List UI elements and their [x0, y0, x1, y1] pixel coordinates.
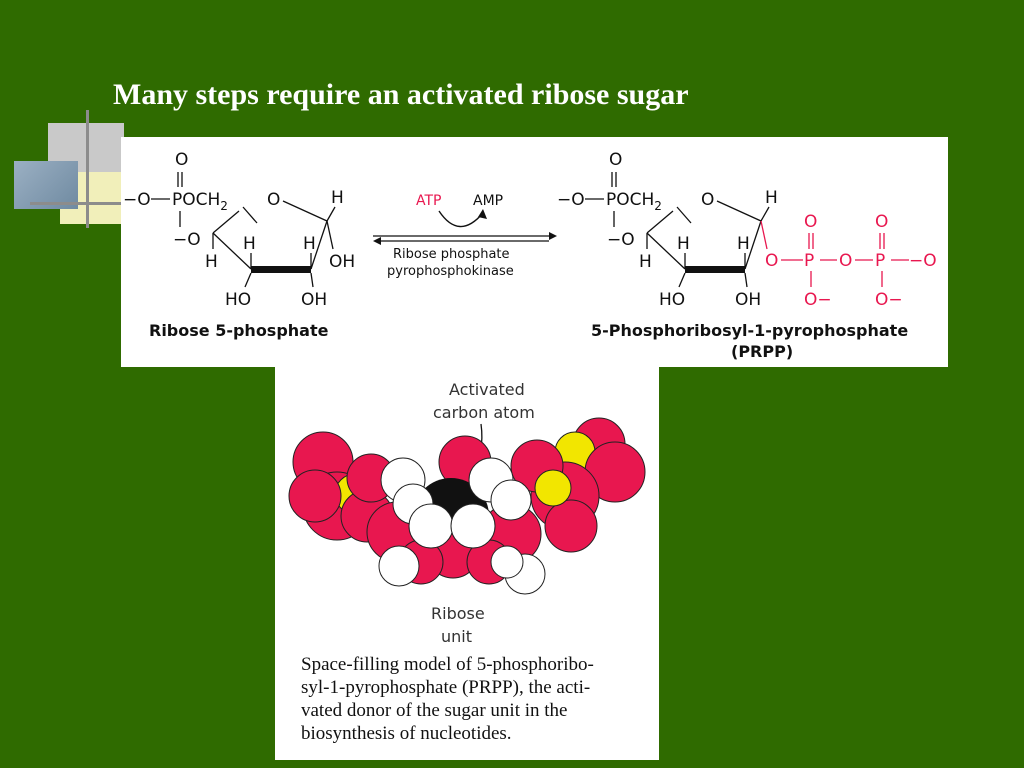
atom-label: POCH2	[172, 190, 228, 213]
caption-line: Space-filling model of 5-phosphoribo-	[301, 654, 594, 675]
activated-carbon-label: Activated	[449, 380, 525, 399]
atom-label: H	[331, 188, 344, 208]
figure-caption: Space-filling model of 5-phosphoribo- sy…	[301, 653, 651, 745]
atom-label: O	[875, 212, 888, 232]
atom-label: HO	[659, 290, 685, 310]
reaction-arrows: ATP AMP Ribose phosphate pyrophosphokina…	[373, 193, 557, 279]
atom-label: OH	[329, 252, 355, 272]
space-filling-panel: Activated carbon atom	[275, 366, 659, 760]
reaction-diagram: O −O POCH2 −O O H H H H OH	[123, 150, 937, 361]
pyrophosphate-group: O P O O− O P O O− −O	[760, 212, 937, 310]
atom-label: −O	[123, 190, 151, 210]
ring-oxygen: O	[267, 190, 280, 210]
ribose-unit-label: unit	[441, 627, 472, 646]
caption-line: biosynthesis of nucleotides.	[301, 723, 512, 744]
activated-carbon-label: carbon atom	[433, 403, 535, 422]
atom-label: H	[243, 234, 256, 254]
atp-label: ATP	[416, 193, 441, 209]
atom-label: O	[839, 251, 852, 271]
caption-line: syl-1-pyrophosphate (PRPP), the acti-	[301, 677, 591, 698]
ribose-5-phosphate-structure: O −O POCH2 −O O H H H H OH	[123, 150, 355, 310]
atom-label: P	[804, 251, 814, 271]
atom-label: −O	[173, 230, 201, 250]
prpp-abbrev-label: (PRPP)	[731, 342, 793, 361]
molecule-atoms	[288, 417, 646, 595]
atom-label: O	[804, 212, 817, 232]
atom-label: −O	[557, 190, 585, 210]
atom-label: H	[765, 188, 778, 208]
atom-label: O−	[804, 290, 832, 310]
atom-label: O	[765, 251, 778, 271]
atom-label: O	[175, 150, 188, 170]
prpp-structure: O −O POCH2 −O O H H H H HO O	[557, 150, 778, 310]
ribose-5-phosphate-label: Ribose 5-phosphate	[149, 321, 329, 340]
atom-label: P	[875, 251, 885, 271]
atom-label: H	[205, 252, 218, 272]
ribose-unit-label: Ribose	[431, 604, 485, 623]
slide-title: Many steps require an activated ribose s…	[113, 78, 689, 111]
space-filling-model: Activated carbon atom	[288, 380, 646, 646]
atom-label: H	[303, 234, 316, 254]
reaction-panel: O −O POCH2 −O O H H H H OH	[121, 137, 948, 367]
atom-label: −O	[909, 251, 937, 271]
ring-oxygen: O	[701, 190, 714, 210]
atom-label: OH	[735, 290, 761, 310]
atom-label: −O	[607, 230, 635, 250]
atom-label: POCH2	[606, 190, 662, 213]
prpp-label: 5-Phosphoribosyl-1-pyrophosphate	[591, 321, 908, 340]
enzyme-label: pyrophosphokinase	[387, 264, 514, 279]
atom-label: O−	[875, 290, 903, 310]
caption-line: vated donor of the sugar unit in the	[301, 700, 568, 721]
atom-label: H	[639, 252, 652, 272]
amp-label: AMP	[473, 193, 503, 209]
decor-blue-square	[14, 161, 78, 209]
atom-label: H	[737, 234, 750, 254]
enzyme-label: Ribose phosphate	[393, 247, 510, 262]
decor-vertical-line	[86, 110, 89, 228]
atom-label: O	[609, 150, 622, 170]
atom-label: HO	[225, 290, 251, 310]
atom-label: OH	[301, 290, 327, 310]
decor-horizontal-line	[30, 202, 122, 205]
atom-label: H	[677, 234, 690, 254]
